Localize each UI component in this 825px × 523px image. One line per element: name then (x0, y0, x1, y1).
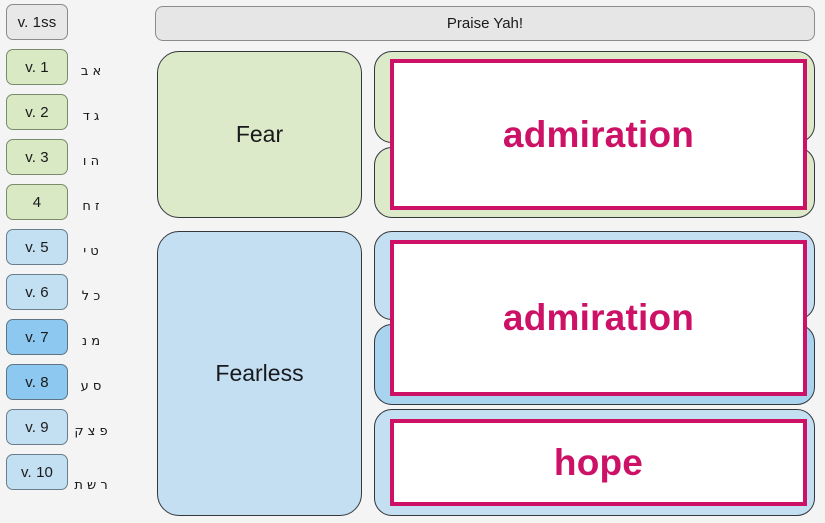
emotion-card-admiration-fearless[interactable]: admiration (390, 240, 807, 396)
emotion-label: admiration (502, 297, 695, 338)
hebrew-letters: ס ע (80, 379, 102, 395)
verse-chip-label: v. 8 (25, 373, 49, 391)
hebrew-letters: כ ל (81, 289, 101, 305)
hebrew-acrostic-column: א ב ג ד ה ו ז ח ט י כ ל מ נ ס ע פ צ ק ר … (74, 4, 108, 519)
verse-chip-8[interactable]: v. 8 (6, 364, 68, 400)
verse-chip-5[interactable]: v. 5 (6, 229, 68, 265)
verse-chip-label: v. 9 (25, 418, 49, 436)
verse-chip-label: v. 6 (25, 283, 49, 301)
hebrew-letter-group: ס ע (74, 365, 108, 409)
verse-chip-label: 4 (32, 193, 42, 211)
verse-chip-label: v. 10 (21, 463, 53, 481)
page-title: Praise Yah! (446, 15, 524, 32)
verse-chip-label: v. 5 (25, 238, 49, 256)
hebrew-letter-group: ה ו (74, 140, 108, 184)
section-label-text: Fear (235, 121, 284, 147)
verse-chip-label: v. 7 (25, 328, 49, 346)
section-label-fear[interactable]: Fear (157, 51, 362, 218)
header-banner[interactable]: Praise Yah! (155, 6, 815, 41)
hebrew-letter-group: מ נ (74, 320, 108, 364)
hebrew-letters: ג ד (82, 109, 100, 125)
hebrew-letters: ט י (83, 244, 99, 260)
hebrew-letter-group: ט י (74, 230, 108, 274)
verse-column: v. 1ss v. 1 v. 2 v. 3 4 v. 5 v. 6 v. 7 v… (6, 4, 70, 519)
hebrew-letter-group: א ב (74, 50, 108, 94)
hebrew-letters: ז ח (82, 199, 100, 215)
section-label-text: Fearless (215, 360, 304, 386)
verse-chip-2[interactable]: v. 2 (6, 94, 68, 130)
verse-chip-6[interactable]: v. 6 (6, 274, 68, 310)
hebrew-letters: מ נ (81, 334, 101, 350)
hebrew-letter-group: פ צ ק (74, 405, 108, 459)
emotion-card-admiration-fear[interactable]: admiration (390, 59, 807, 210)
verse-chip-label: v. 1ss (17, 13, 57, 31)
verse-chip-1ss[interactable]: v. 1ss (6, 4, 68, 40)
emotion-card-hope[interactable]: hope (390, 419, 807, 506)
verse-chip-label: v. 3 (25, 148, 49, 166)
verse-chip-label: v. 2 (25, 103, 49, 121)
verse-chip-label: v. 1 (25, 58, 49, 76)
hebrew-letters: ר ש ת (74, 478, 108, 494)
hebrew-letter-group: ר ש ת (74, 455, 108, 517)
section-label-fearless[interactable]: Fearless (157, 231, 362, 516)
verse-chip-4[interactable]: 4 (6, 184, 68, 220)
hebrew-letter-group: ז ח (74, 185, 108, 229)
verse-chip-9[interactable]: v. 9 (6, 409, 68, 445)
hebrew-letter-group: ג ד (74, 95, 108, 139)
hebrew-letters: א ב (80, 64, 102, 80)
emotion-label: hope (553, 441, 644, 483)
hebrew-letters: פ צ ק (74, 424, 108, 440)
emotion-label: admiration (502, 113, 695, 155)
verse-chip-1[interactable]: v. 1 (6, 49, 68, 85)
verse-chip-7[interactable]: v. 7 (6, 319, 68, 355)
hebrew-letters: ה ו (82, 154, 100, 170)
verse-chip-3[interactable]: v. 3 (6, 139, 68, 175)
verse-chip-10[interactable]: v. 10 (6, 454, 68, 490)
hebrew-letter-group: כ ל (74, 275, 108, 319)
